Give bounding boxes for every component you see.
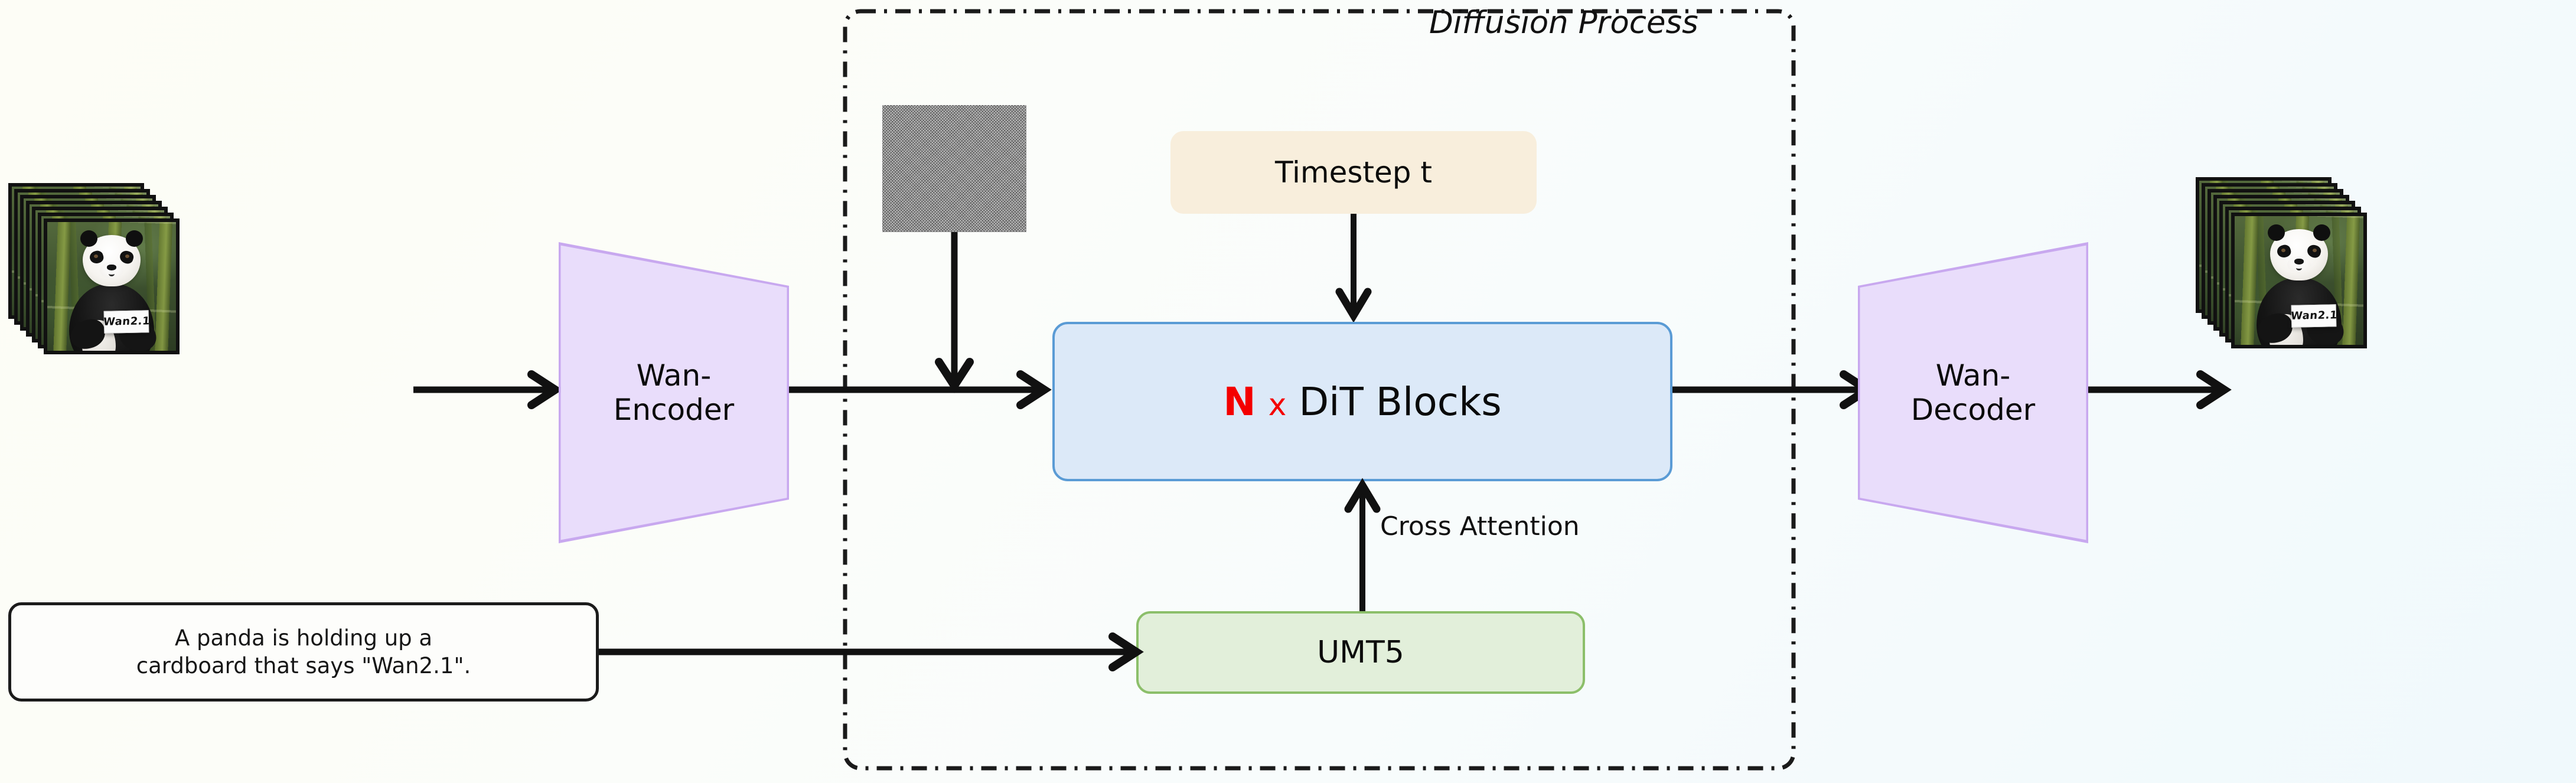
input-video-frame-stack: Wan2.1 xyxy=(8,183,180,354)
cardboard-sign-text: Wan2.1 xyxy=(2290,309,2338,322)
cross-attention-label: Cross Attention xyxy=(1380,511,1580,541)
umt5-text-encoder-block[interactable]: UMT5 xyxy=(1136,611,1585,694)
wan-decoder-label-line1: Wan- xyxy=(1935,358,2011,393)
video-frame-front: Wan2.1 xyxy=(2231,213,2367,348)
umt5-label: UMT5 xyxy=(1317,635,1404,670)
wan-decoder-block[interactable]: Wan- Decoder xyxy=(1858,242,2088,543)
arrow-decoder-to-output xyxy=(2088,370,2232,409)
dit-blocks-label: N x DiT Blocks xyxy=(1223,379,1501,425)
cardboard-sign-text: Wan2.1 xyxy=(102,315,151,328)
arrow-noise-to-latent xyxy=(935,232,974,393)
arrow-prompt-to-umt5 xyxy=(599,632,1144,671)
output-video-frame-stack: Wan2.1 xyxy=(2196,177,2367,348)
arrow-dit-to-decoder xyxy=(1672,370,1875,409)
cardboard-sign: Wan2.1 xyxy=(2290,304,2338,328)
arrow-umt5-to-dit-cross-attention xyxy=(1344,478,1381,614)
timestep-block[interactable]: Timestep t xyxy=(1170,131,1537,214)
wan-encoder-label-line2: Encoder xyxy=(613,393,735,427)
dit-multiply-symbol: x xyxy=(1268,387,1287,423)
dit-blocks-text: DiT Blocks xyxy=(1299,379,1502,425)
timestep-label: Timestep t xyxy=(1274,155,1432,190)
panda-illustration: Wan2.1 xyxy=(2235,216,2363,345)
diffusion-process-label: Diffusion Process xyxy=(1429,5,1698,41)
wan-encoder-block[interactable]: Wan- Encoder xyxy=(559,242,789,543)
wan-decoder-label-line2: Decoder xyxy=(1910,393,2036,427)
arrow-input-to-encoder xyxy=(413,370,563,409)
prompt-line-2: cardboard that says "Wan2.1". xyxy=(136,653,471,678)
prompt-text: A panda is holding up a cardboard that s… xyxy=(136,624,471,680)
gaussian-noise-patch xyxy=(882,105,1026,232)
prompt-line-1: A panda is holding up a xyxy=(174,625,433,651)
arrow-timestep-to-dit xyxy=(1335,214,1372,323)
panda-illustration: Wan2.1 xyxy=(47,222,176,351)
arrow-encoder-to-dit xyxy=(789,370,1052,409)
dit-blocks-block[interactable]: N x DiT Blocks xyxy=(1052,322,1672,481)
prompt-text-box[interactable]: A panda is holding up a cardboard that s… xyxy=(8,602,599,702)
video-frame-front: Wan2.1 xyxy=(44,218,180,354)
wan-encoder-label-line1: Wan- xyxy=(636,358,712,393)
dit-count-symbol: N xyxy=(1223,379,1256,425)
cardboard-sign: Wan2.1 xyxy=(102,309,151,334)
